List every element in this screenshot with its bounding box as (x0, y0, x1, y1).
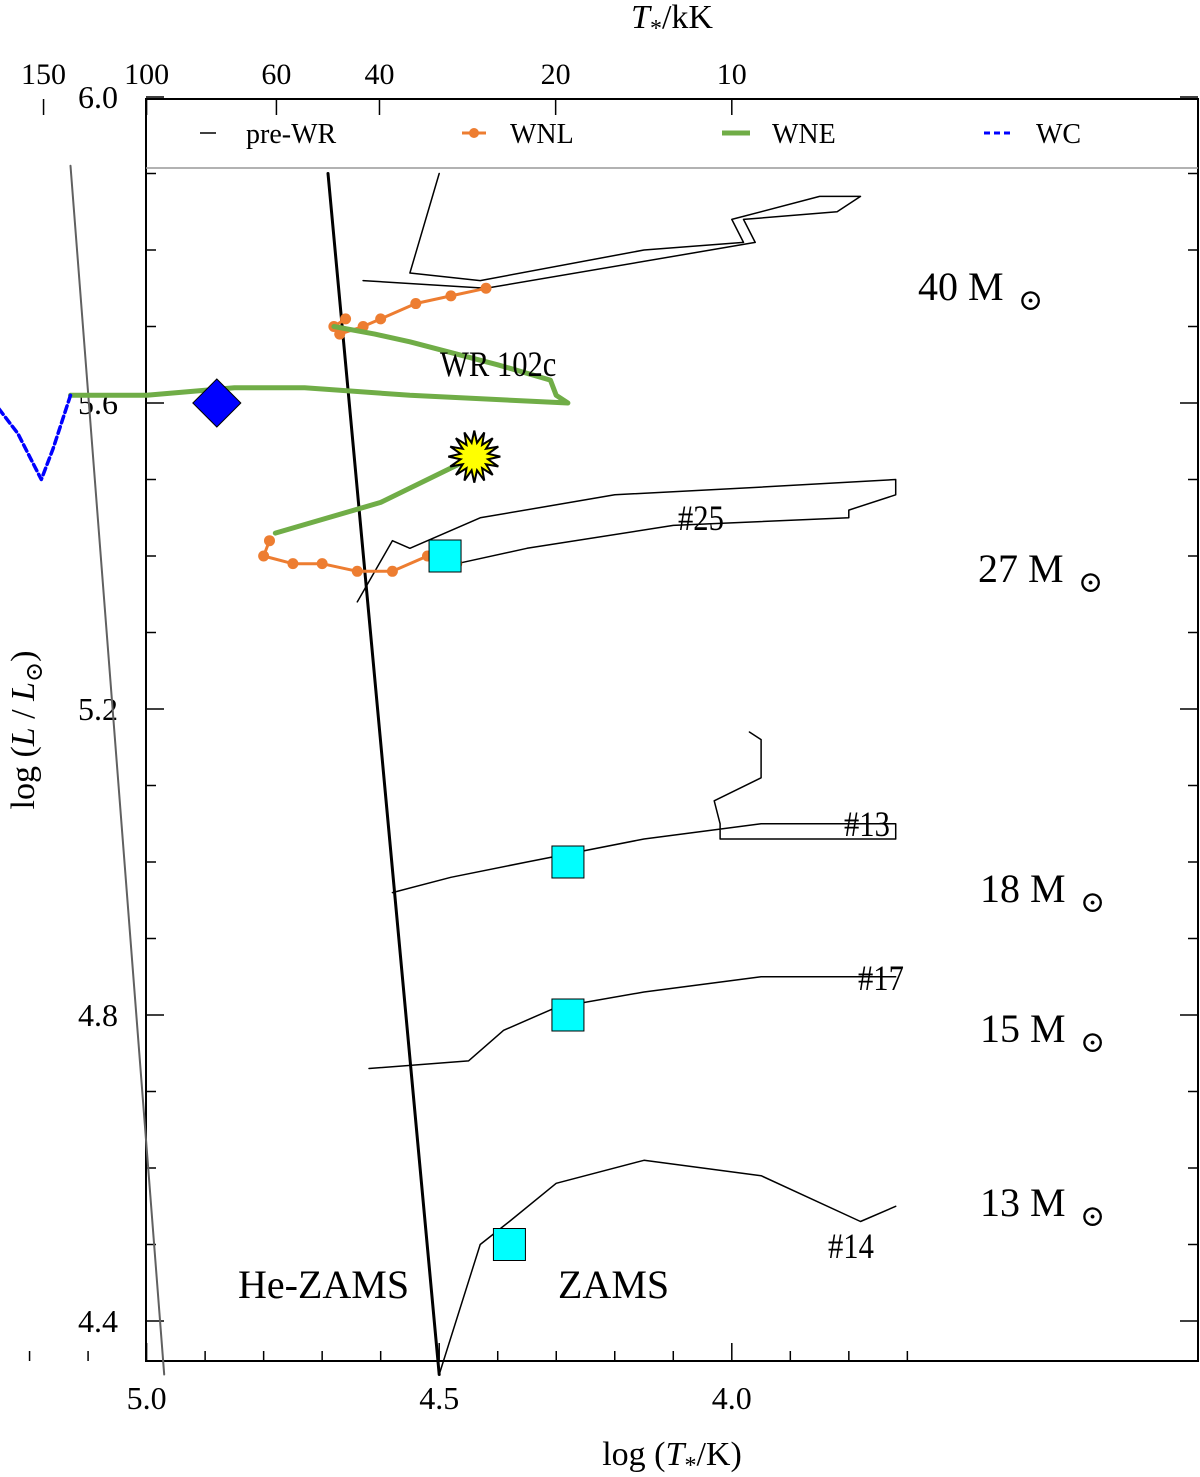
track-27-wne-line (272, 454, 477, 536)
wr102c-marker-diamond (192, 378, 242, 428)
top-tick-label: 40 (364, 58, 394, 91)
track-40-wnl-line (332, 286, 488, 336)
wnl-dot (410, 298, 422, 310)
x-axis-title: log (T*/K) (602, 1436, 742, 1477)
track-40-wne-line (68, 324, 571, 406)
star13-label: #13 (844, 805, 890, 845)
zams-line (326, 172, 441, 1376)
mass-label-18: 18 M ⊙ (980, 866, 1105, 919)
x-tick-label: 5.0 (127, 1380, 167, 1416)
legend: pre-WR WNL WNE WC (200, 119, 1081, 150)
axis-ticks (28, 96, 1198, 1361)
x-tick-label: 4.0 (712, 1380, 752, 1416)
wnl-dot (351, 565, 363, 577)
mass-label-13: 13 M ⊙ (980, 1180, 1105, 1233)
track-27-prewr-line (356, 478, 897, 603)
top-tick-label: 150 (21, 58, 66, 91)
wnl-dot (287, 558, 299, 570)
top-tick-label: 10 (717, 58, 747, 91)
top-axis-title: T*/kK (631, 0, 713, 42)
he-zams-label: He-ZAMS (238, 1262, 409, 1307)
star25-label: #25 (678, 499, 724, 539)
wnl-dot (263, 535, 275, 547)
y-axis-title: log (L / L⊙) (5, 650, 48, 809)
plot-frame (145, 98, 1199, 1362)
track-40-prewr-line (362, 172, 862, 290)
star-marker-square (492, 1228, 526, 1261)
mass-label-27: 27 M ⊙ (978, 546, 1103, 599)
mass-label-15: 15 M ⊙ (980, 1006, 1105, 1059)
mass-label-15-sun: ⊙ (1080, 1026, 1105, 1059)
wnl-dot (340, 313, 352, 325)
wnl-dot (386, 565, 398, 577)
legend-wc-label: WC (1036, 119, 1081, 150)
mass-label-40-text: 40 M (918, 264, 1004, 309)
top-tick-label: 100 (124, 58, 169, 91)
y-tick-label: 4.8 (78, 997, 118, 1033)
star-marker-square (551, 998, 585, 1032)
wnl-dot (480, 282, 492, 294)
track-13-line (438, 1159, 897, 1376)
y-tick-label: 5.6 (78, 385, 118, 421)
wnl-dot (375, 313, 387, 325)
mass-label-40-sun: ⊙ (1018, 284, 1043, 317)
star-marker-square (551, 845, 585, 879)
mass-label-18-sun: ⊙ (1080, 886, 1105, 919)
mass-label-18-text: 18 M (980, 866, 1066, 911)
data-markers (192, 378, 585, 1261)
track-18-line (391, 731, 897, 894)
star-marker-square (428, 539, 462, 573)
mass-label-27-sun: ⊙ (1078, 566, 1103, 599)
top-tick-label: 20 (541, 58, 571, 91)
endpoint-burst-marker (448, 430, 501, 483)
wr102c-label: WR 102c (440, 345, 556, 385)
legend-wnl-label: WNL (510, 119, 574, 150)
legend-wne-label: WNE (772, 119, 836, 150)
track-40-wc-line (0, 393, 73, 482)
mass-label-40: 40 M ⊙ (918, 264, 1043, 317)
mass-label-13-text: 13 M (980, 1180, 1066, 1225)
axis-tick-labels: 5.55.04.54.06.05.65.24.84.42001501006040… (21, 58, 752, 1416)
mass-label-15-text: 15 M (980, 1006, 1066, 1051)
y-tick-label: 6.0 (78, 79, 118, 115)
star17-label: #17 (858, 959, 904, 999)
y-tick-label: 4.4 (78, 1303, 118, 1339)
mass-label-13-sun: ⊙ (1080, 1200, 1105, 1233)
legend-prewr-label: pre-WR (246, 119, 337, 150)
top-tick-label: 60 (261, 58, 291, 91)
x-tick-label: 4.5 (419, 1380, 459, 1416)
wnl-dot (316, 558, 328, 570)
wnl-dot (258, 550, 270, 562)
zams-label: ZAMS (558, 1262, 669, 1307)
wnl-dot (445, 290, 457, 302)
wnl-dot (334, 328, 346, 340)
track-15-line (368, 976, 897, 1070)
mass-label-27-text: 27 M (978, 546, 1064, 591)
legend-wnl-dot (469, 128, 479, 138)
star14-label: #14 (828, 1227, 874, 1267)
he-zams-line (69, 164, 166, 1376)
